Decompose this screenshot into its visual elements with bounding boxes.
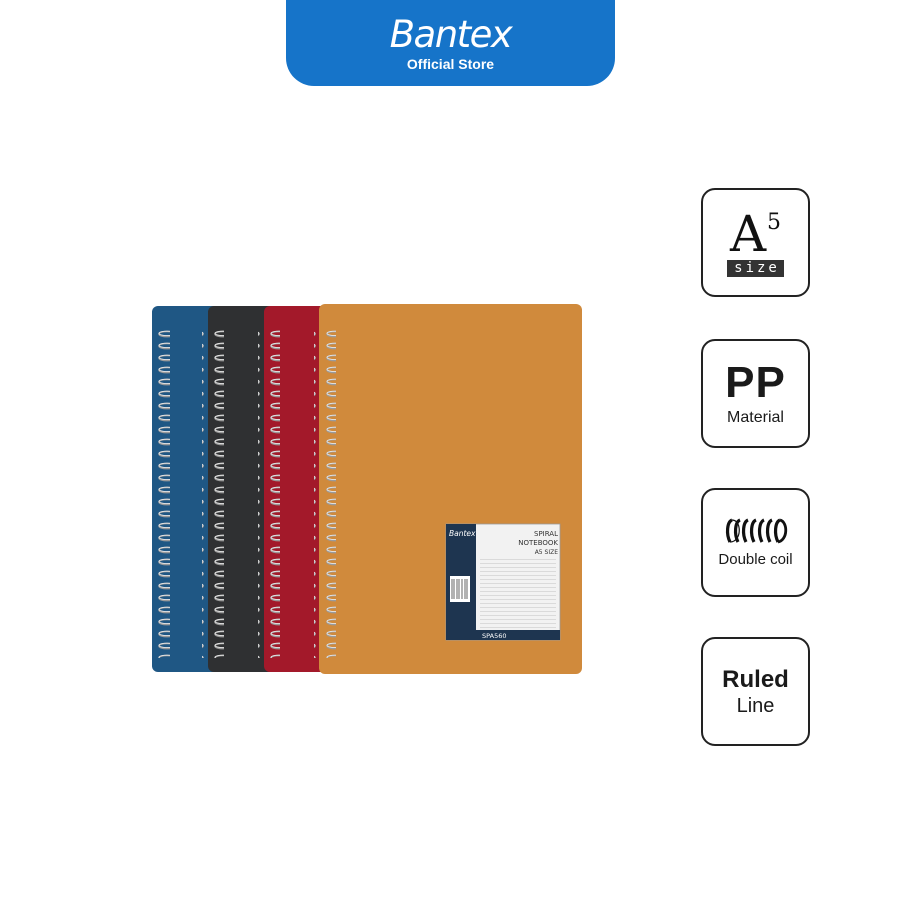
badge-pp-material: PP Material	[701, 339, 810, 448]
label-title-2: NOTEBOOK	[518, 539, 558, 547]
material-text: Material	[727, 408, 784, 426]
label-brand: Bantex	[449, 529, 476, 538]
store-banner: Bantex Official Store	[286, 0, 615, 86]
label-title-3: A5 SIZE	[535, 549, 559, 556]
size-label: size	[727, 260, 784, 277]
double-coil-text: Double coil	[718, 550, 793, 568]
brand-logo: Bantex	[389, 12, 513, 56]
ruled-text: Ruled	[722, 665, 789, 693]
label-code: SPA560	[482, 632, 506, 640]
product-image: Bantex SPIRAL NOTEBOOK A5 SIZE SPA560	[148, 304, 582, 674]
badge-double-coil: Double coil	[701, 488, 810, 597]
badge-ruled-line: Ruled Line	[701, 637, 810, 746]
cover-label: Bantex SPIRAL NOTEBOOK A5 SIZE SPA560	[445, 523, 561, 641]
pp-text: PP	[725, 357, 786, 407]
a5-letter: A	[729, 205, 767, 263]
a5-number: 5	[767, 210, 782, 235]
label-title-1: SPIRAL	[534, 530, 558, 538]
double-coil-icon	[725, 518, 787, 543]
badge-a5-size: A 5 size	[701, 188, 810, 297]
notebook-orange: Bantex SPIRAL NOTEBOOK A5 SIZE SPA560	[314, 304, 582, 674]
store-subtitle: Official Store	[406, 55, 495, 72]
line-text: Line	[736, 694, 775, 717]
